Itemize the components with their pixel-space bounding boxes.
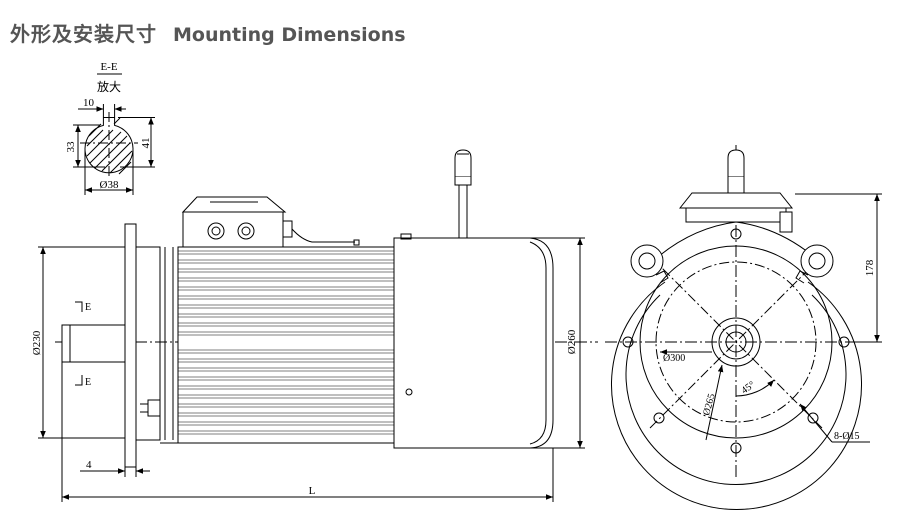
- cooling-fins: [178, 250, 394, 435]
- key-total-dimension: 41: [118, 117, 155, 168]
- front-terminal-box: [678, 149, 794, 233]
- overall-length-label: L: [309, 485, 316, 497]
- spigot: [136, 246, 161, 441]
- angle-dimension: 45°: [735, 379, 775, 397]
- box-height-label: 178: [864, 259, 876, 276]
- shaft-end: [725, 331, 747, 353]
- key-width-label: 10: [83, 97, 95, 109]
- mounting-holes: [622, 228, 850, 454]
- key-width-dimension: 10: [78, 97, 126, 117]
- shaft-cross-section: [80, 112, 138, 176]
- flange-plate: [124, 223, 137, 468]
- body-diameter-dimension: Ø260: [530, 237, 585, 449]
- bolt-circle-label: Ø265: [701, 392, 717, 416]
- page-heading: 外形及安装尺寸 Mounting Dimensions: [10, 12, 406, 49]
- fan-cover: [393, 237, 554, 449]
- lifting-eye-left: [630, 244, 669, 284]
- motor-body: [177, 246, 395, 444]
- shaft-height-dimension: 33: [65, 124, 105, 168]
- spigot-diameter-label: Ø230: [31, 330, 43, 355]
- section-cut-marks: E E: [75, 301, 91, 388]
- body-diameter-label: Ø260: [566, 329, 578, 354]
- brake-release-lever: [454, 149, 472, 238]
- holes-leader: 8-Ø15: [799, 403, 870, 443]
- front-view: Ø300 Ø265 45° 8-Ø15 178: [605, 145, 882, 511]
- flange-outer: [611, 281, 862, 511]
- section-subtitle: 放大: [97, 79, 121, 94]
- section-title: E-E: [100, 61, 117, 73]
- brake-terminal: [140, 399, 161, 417]
- pitch-circle-dimension: Ø300: [660, 349, 712, 364]
- shaft-extension: [61, 324, 126, 363]
- flange-thickness-label: 4: [86, 459, 92, 471]
- flange-thickness-dimension: 4: [80, 440, 150, 477]
- spigot-diameter-dimension: Ø230: [31, 246, 125, 439]
- holes-label: 8-Ø15: [834, 431, 860, 442]
- lifting-eye-right: [795, 244, 834, 284]
- overall-length-dimension: L: [61, 362, 554, 502]
- terminal-box: [181, 196, 360, 248]
- heading-english: Mounting Dimensions: [173, 24, 406, 46]
- bolt-pcd-circle: [655, 261, 817, 423]
- side-view: E E Ø230 Ø260 4: [31, 149, 598, 502]
- shaft-diameter-label: Ø38: [100, 179, 119, 191]
- pitch-circle-label: Ø300: [663, 353, 685, 364]
- shaft-boss-outer: [711, 317, 761, 367]
- shaft-diameter-dimension: Ø38: [84, 150, 134, 195]
- diagonal-centerlines: [649, 255, 823, 429]
- shaft-height-label: 33: [65, 141, 77, 153]
- heading-chinese: 外形及安装尺寸: [10, 22, 157, 46]
- key-total-label: 41: [140, 138, 152, 149]
- cover-screw: [405, 388, 413, 396]
- section-view: E-E 放大 10: [65, 61, 155, 195]
- box-height-dimension: 178: [795, 193, 882, 343]
- section-mark-bottom: E: [85, 377, 91, 388]
- section-mark-top: E: [85, 302, 91, 313]
- angle-label: 45°: [739, 379, 757, 396]
- spigot-circle: [639, 245, 833, 439]
- bolt-circle-dimension: Ø265: [701, 364, 724, 441]
